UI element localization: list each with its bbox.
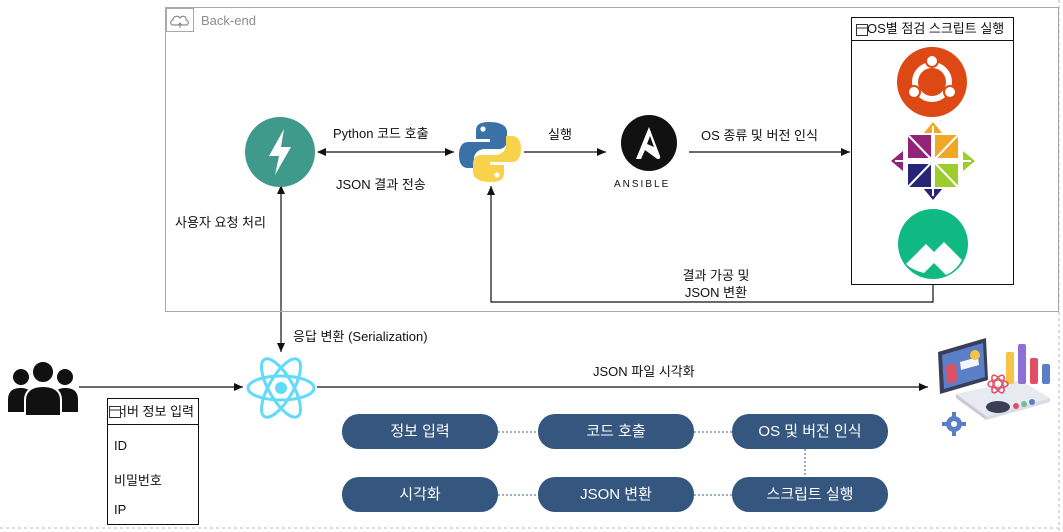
flow-step-code-call: 코드 호출: [538, 414, 694, 449]
flow-step-json-convert: JSON 변환: [538, 477, 694, 512]
server-form-title: 서버 정보 입력: [107, 398, 199, 425]
ansible-wordmark: ANSIBLE: [614, 179, 671, 190]
form-table-icon: [109, 405, 121, 418]
serialization-label: 응답 변환 (Serialization): [293, 329, 428, 344]
form-field-ip[interactable]: IP: [114, 502, 127, 517]
react-icon: [245, 357, 317, 419]
backend-group: [165, 7, 1059, 312]
flow-step-info-input: 정보 입력: [342, 414, 498, 449]
form-field-password[interactable]: 비밀번호: [114, 473, 162, 488]
visualize-label: JSON 파일 시각화: [593, 364, 695, 379]
result-process-label: 결과 가공 및 JSON 변환: [666, 267, 766, 301]
flow-step-os-detect: OS 및 버전 인식: [732, 414, 888, 449]
backend-title: Back-end: [201, 13, 256, 28]
json-result-label: JSON 결과 전송: [336, 177, 426, 192]
users-icon: [8, 360, 78, 417]
python-call-label: Python 코드 호출: [333, 126, 429, 141]
user-request-label: 사용자 요청 처리: [175, 215, 266, 230]
os-python-return-arrow: [487, 186, 934, 303]
run-label: 실행: [548, 127, 572, 142]
os-panel-table-icon: [856, 23, 868, 36]
ubuntu-icon: [897, 47, 967, 117]
flow-step-visualize: 시각화: [342, 477, 498, 512]
os-panel-title: OS별 점검 스크립트 실행: [851, 17, 1014, 41]
result-process-line-2: JSON 변환: [684, 285, 748, 300]
ansible-icon: [614, 113, 684, 173]
fastapi-icon: [245, 117, 315, 187]
dashboard-illustration-icon: [934, 336, 1052, 440]
flow-step-script-run: 스크립트 실행: [732, 477, 888, 512]
result-process-line-1: 결과 가공 및: [682, 268, 750, 283]
python-icon: [456, 118, 524, 186]
os-detect-label: OS 종류 및 버전 인식: [701, 128, 818, 143]
server-info-form: [107, 398, 199, 525]
centos-icon: [891, 122, 975, 200]
form-field-id[interactable]: ID: [114, 438, 127, 453]
cloud-icon: [166, 8, 194, 32]
rocky-linux-icon: [898, 209, 968, 279]
